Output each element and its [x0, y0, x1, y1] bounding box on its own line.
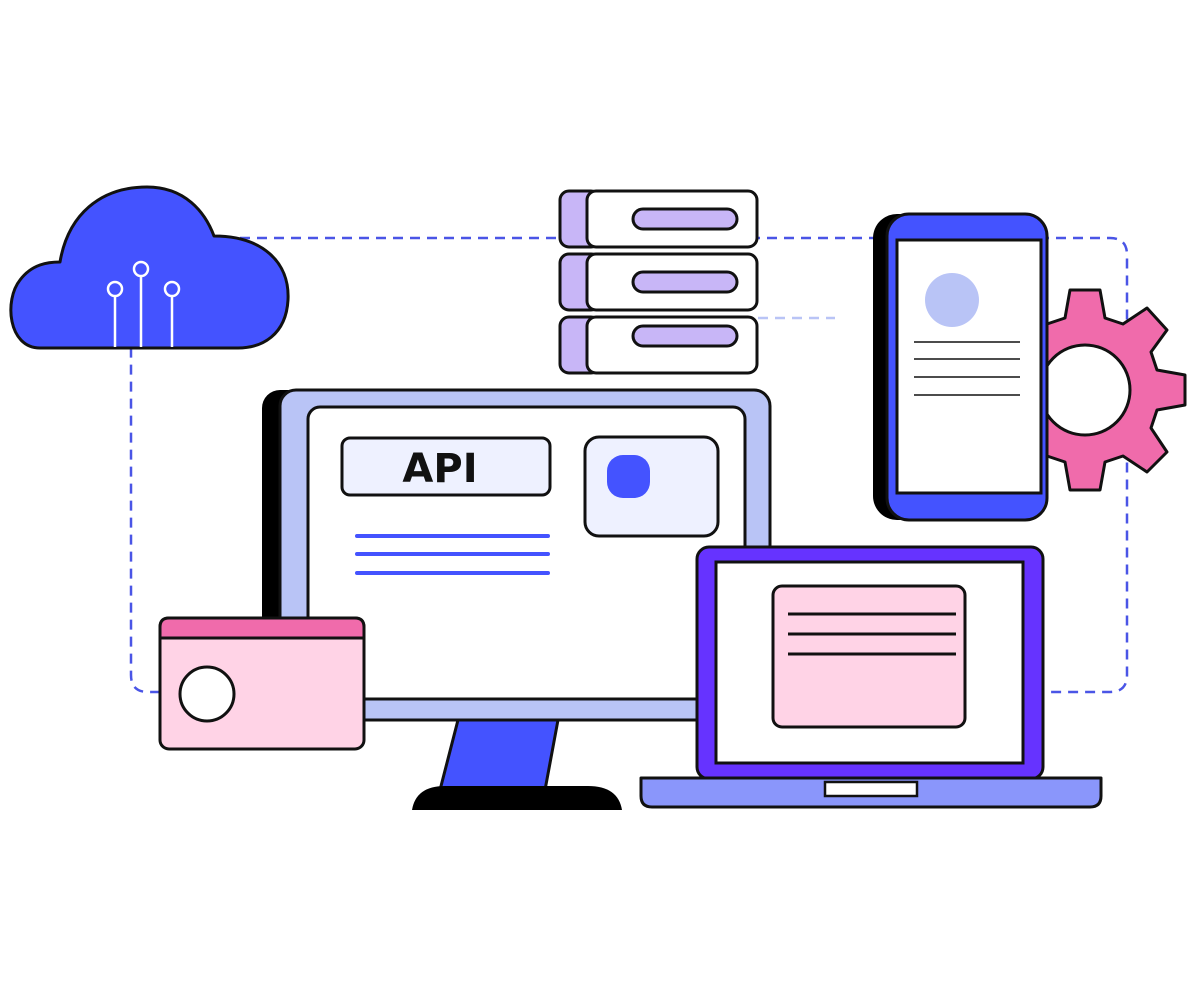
- image-dot: [607, 455, 650, 498]
- cloud-icon: [9, 185, 290, 350]
- laptop-notch: [823, 780, 919, 798]
- profile-image: [925, 273, 979, 327]
- phone-screen: [895, 238, 1043, 495]
- monitor-stand-neck: [438, 718, 560, 792]
- profile-text-lines: [914, 341, 1020, 396]
- smartphone-icon: [873, 212, 1049, 522]
- connection-lines: [129, 236, 1129, 694]
- server-stack-icon: [558, 189, 759, 375]
- server-unit: [558, 252, 759, 312]
- server-unit: [558, 315, 759, 375]
- api-label-box: [340, 436, 552, 497]
- document-card: [771, 584, 967, 729]
- monitor-stand-base: [412, 786, 622, 810]
- document-text-lines: [788, 612, 956, 656]
- laptop-icon: [639, 545, 1103, 809]
- server-unit: [558, 189, 759, 249]
- api-label: API: [402, 446, 477, 492]
- browser-window-icon: [158, 616, 366, 751]
- desktop-monitor-icon: API: [262, 388, 772, 810]
- image-card: [583, 435, 720, 538]
- dashed-connection-frame: [129, 236, 1129, 694]
- text-lines: [355, 534, 550, 575]
- circuit-icon: [106, 260, 181, 347]
- avatar: [178, 665, 236, 723]
